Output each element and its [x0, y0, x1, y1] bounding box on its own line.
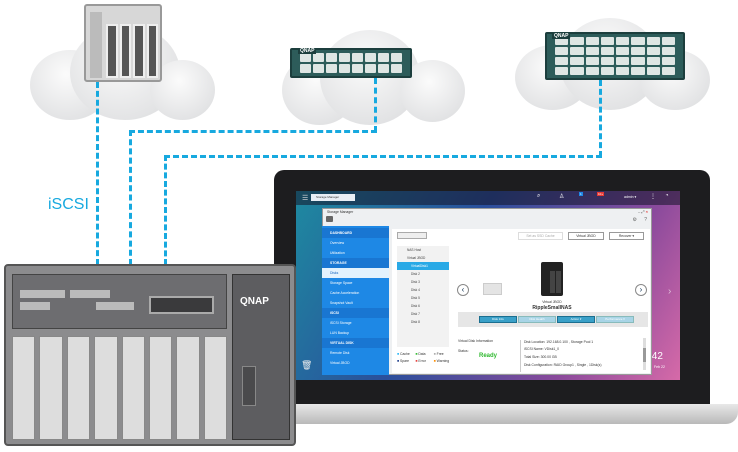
tree-item[interactable]: Disk 8	[411, 320, 420, 324]
link-line	[96, 82, 99, 265]
info-scrollbar[interactable]	[643, 338, 646, 370]
help-icon[interactable]: ?	[644, 217, 647, 223]
disk-location: Disk Location: 192.168.0.100 , Storage P…	[524, 340, 594, 344]
disk-info-button[interactable]: Disk Info	[479, 316, 517, 323]
next-arrow-icon[interactable]: ›	[668, 286, 672, 297]
search-icon[interactable]: ⌕	[537, 193, 541, 199]
menu-icon[interactable]: ☰	[302, 195, 309, 202]
sidebar-item-utilization[interactable]: Utilization	[330, 251, 345, 255]
dashboard-icon[interactable]: ◔	[665, 193, 669, 199]
tree-item[interactable]: Disk 3	[411, 280, 420, 284]
disk-health-button[interactable]: Disk Health	[518, 316, 556, 323]
prev-device-button[interactable]: ‹	[457, 284, 469, 296]
tree-item[interactable]: Disk 2	[411, 272, 420, 276]
info-details: Disk Location: 192.168.0.100 , Storage P…	[520, 340, 601, 372]
sidebar: DASHBOARD Overview Utilization STORAGE D…	[322, 226, 389, 375]
sidebar-section-dashboard[interactable]: DASHBOARD	[322, 228, 389, 238]
window-title: Storage Manager	[327, 210, 354, 214]
admin-menu[interactable]: admin ▾	[624, 195, 637, 199]
iscsi-name: iSCSI Name: VDisk1_0	[524, 347, 560, 351]
device-type: Virtual JBOD	[542, 300, 562, 304]
tree-item[interactable]: Disk 4	[411, 288, 420, 292]
more-icon[interactable]: ⋮	[650, 194, 656, 200]
link-line	[599, 80, 602, 157]
legend-cache: ■ Cache	[397, 352, 410, 356]
view-toggle[interactable]	[397, 232, 427, 239]
total-size: Total Size: 300.00 GB	[524, 355, 557, 359]
window-controls[interactable]: – ⤢ ×	[638, 209, 648, 214]
sidebar-section-virtual-disk[interactable]: VIRTUAL DISK	[322, 338, 389, 348]
disk-tree: NAS Host Virtual JBOD VirtualDisk1 Disk …	[397, 246, 449, 347]
info-heading: Virtual Disk Information	[458, 339, 493, 343]
rackmount-nas: QNAP	[4, 264, 296, 446]
sidebar-item-disks[interactable]: Disks	[322, 268, 389, 278]
rack-logo: QNAP	[298, 48, 317, 54]
action-button[interactable]: Action ▾	[557, 316, 595, 323]
storage-manager-icon	[326, 216, 333, 222]
device-name: RippleSmallNAS	[532, 305, 572, 311]
disk-configuration: Disk Configuration: RAID Group1 , Single…	[524, 363, 602, 367]
link-line	[129, 130, 132, 265]
sidebar-item-iscsi-storage[interactable]: iSCSI Storage	[330, 321, 352, 325]
legend: ■ Cache ■ Data ■ Free ■ Spare ■ Error ■ …	[397, 352, 452, 363]
rack-logo: QNAP	[552, 33, 571, 39]
sidebar-item-overview[interactable]: Overview	[330, 241, 345, 245]
legend-error: ■ Error	[415, 359, 426, 363]
status-value: Ready	[479, 353, 498, 359]
sidebar-section-storage[interactable]: STORAGE	[322, 258, 389, 268]
tree-item[interactable]: Virtual JBOD	[407, 256, 426, 260]
sidebar-section-iscsi[interactable]: iSCSI	[322, 308, 389, 318]
recycle-bin-icon[interactable]: 🗑	[301, 360, 313, 370]
sidebar-item-cache-acceleration[interactable]: Cache Acceleration	[330, 291, 360, 295]
nas-logo: QNAP	[240, 296, 269, 307]
sidebar-item-snapshot-vault[interactable]: Snapshot Vault	[330, 301, 353, 305]
status-label: Status:	[458, 349, 469, 353]
user-icon[interactable]: ♙	[559, 194, 565, 200]
sidebar-item-remote-disk[interactable]: Remote Disk	[330, 351, 350, 355]
sidebar-item-lun-backup[interactable]: LUN Backup	[330, 331, 350, 335]
recover-button[interactable]: Recover ▾	[609, 232, 644, 240]
legend-spare: ■ Spare	[397, 359, 410, 363]
link-line	[129, 130, 377, 133]
tree-item-selected[interactable]: VirtualDisk1	[397, 262, 449, 270]
legend-data: ■ Data	[415, 352, 426, 356]
clock-date: Feb 22	[654, 365, 665, 369]
link-line	[164, 155, 602, 158]
nas-thumbnail	[483, 283, 502, 295]
tree-item[interactable]: Disk 7	[411, 312, 420, 316]
tree-item[interactable]: Disk 5	[411, 296, 420, 300]
next-device-button[interactable]: ›	[635, 284, 647, 296]
virtual-jbod-button[interactable]: Virtual JBOD	[568, 232, 604, 240]
taskbar-app-tab[interactable]: Storage Manager	[311, 194, 355, 201]
link-line	[374, 78, 377, 132]
tree-item[interactable]: Disk 6	[411, 304, 420, 308]
clock-time: :42	[649, 351, 663, 362]
tree-item[interactable]: NAS Host	[407, 248, 421, 252]
legend-warning: ■ Warning	[433, 359, 450, 363]
sidebar-item-virtual-jbod[interactable]: Virtual JBOD	[330, 361, 350, 365]
notification-badge[interactable]: 1	[579, 192, 583, 196]
performance-button[interactable]: Performance ▾	[596, 316, 634, 323]
set-ssd-cache-button[interactable]: Set as SSD Cache	[518, 232, 563, 240]
legend-free: ■ Free	[433, 352, 444, 356]
event-badge[interactable]: 10+	[597, 192, 605, 196]
link-line	[164, 155, 167, 265]
rack-nas-right	[545, 32, 685, 80]
nas-device-image	[541, 262, 563, 296]
settings-icon[interactable]: ⚙	[632, 217, 637, 223]
iscsi-label: iSCSI	[48, 196, 89, 213]
taskbar	[296, 191, 680, 205]
tower-nas	[84, 4, 162, 82]
sidebar-item-storage-space[interactable]: Storage Space	[330, 281, 353, 285]
